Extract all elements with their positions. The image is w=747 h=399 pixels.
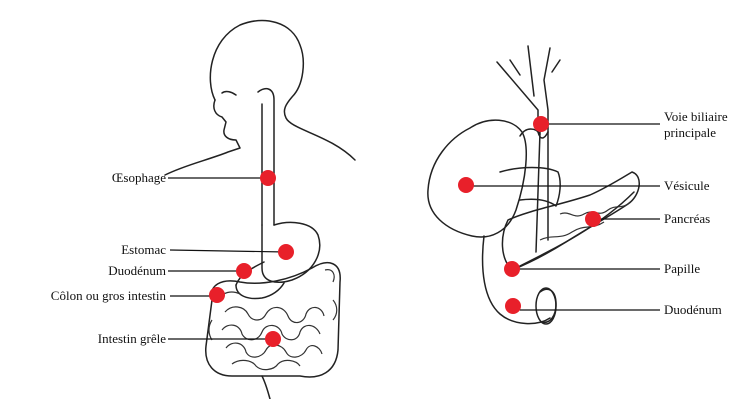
label-esophage: Œsophage bbox=[112, 170, 166, 185]
label-vesicule: Vésicule bbox=[664, 178, 710, 193]
label-estomac: Estomac bbox=[121, 242, 166, 257]
label-voie-biliaire: Voie biliaire bbox=[664, 109, 728, 124]
right-markers bbox=[458, 116, 601, 314]
duodenum-left bbox=[236, 283, 284, 298]
label-pancreas: Pancréas bbox=[664, 211, 710, 226]
label-intestin-grele: Intestin grêle bbox=[98, 331, 166, 346]
colon bbox=[206, 263, 340, 377]
duodenum-left-marker bbox=[236, 263, 252, 279]
right-labels: Voie biliaire principale Vésicule Pancré… bbox=[664, 109, 728, 317]
small-intestine bbox=[222, 307, 324, 399]
gallbladder bbox=[428, 120, 540, 237]
bile-duct-tree bbox=[497, 46, 560, 252]
label-duodenum-left: Duodénum bbox=[108, 263, 166, 278]
left-markers bbox=[209, 170, 294, 347]
label-principale: principale bbox=[664, 125, 716, 140]
pancreas-marker bbox=[585, 211, 601, 227]
human-silhouette bbox=[165, 21, 355, 175]
estomac-marker bbox=[278, 244, 294, 260]
esophage-marker bbox=[260, 170, 276, 186]
label-colon: Côlon ou gros intestin bbox=[51, 288, 167, 303]
estomac-leader-line bbox=[170, 250, 286, 252]
papille-marker bbox=[504, 261, 520, 277]
left-labels: Œsophage Estomac Duodénum Côlon ou gros … bbox=[51, 170, 167, 346]
duodenum-right-marker bbox=[505, 298, 521, 314]
intestin-grele-marker bbox=[265, 331, 281, 347]
esophagus bbox=[258, 89, 274, 225]
left-leader-lines bbox=[168, 178, 286, 339]
voie-biliaire-marker bbox=[533, 116, 549, 132]
colon-marker bbox=[209, 287, 225, 303]
right-leader-lines bbox=[466, 124, 660, 310]
label-papille: Papille bbox=[664, 261, 700, 276]
label-duodenum-right: Duodénum bbox=[664, 302, 722, 317]
vesicule-marker bbox=[458, 177, 474, 193]
